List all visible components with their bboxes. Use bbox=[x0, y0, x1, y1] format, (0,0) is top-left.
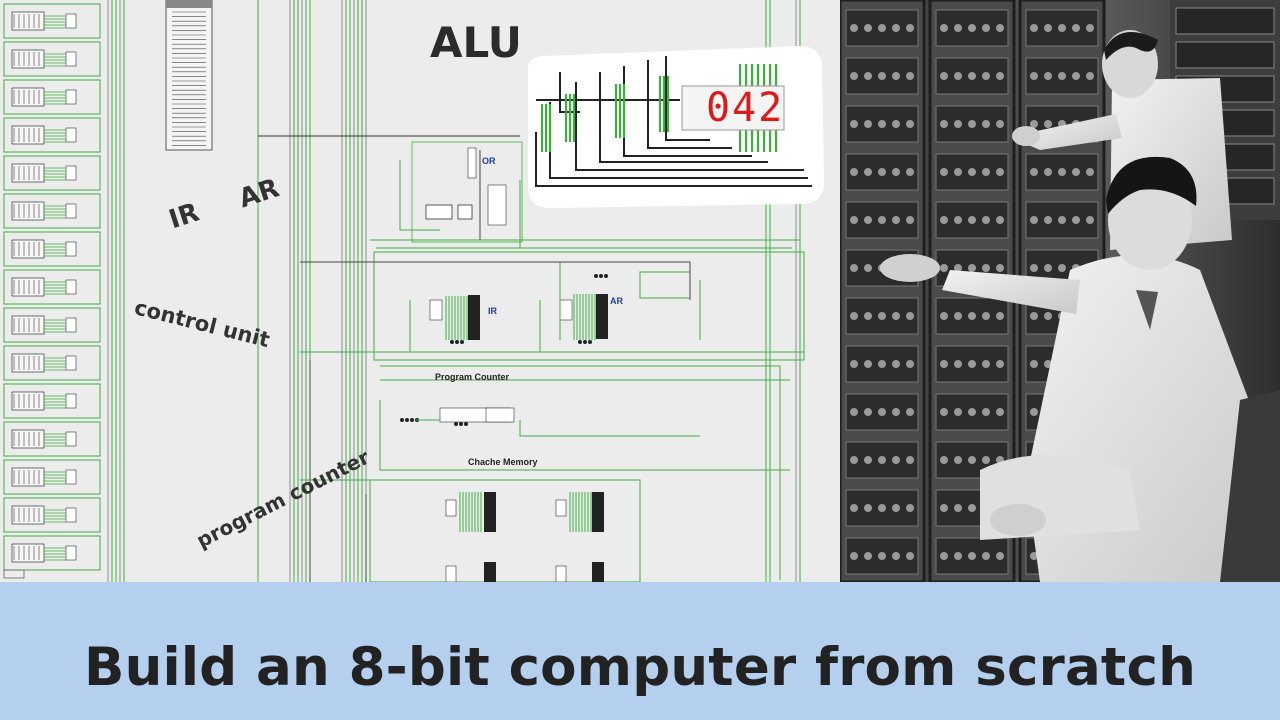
rom-chip bbox=[165, 0, 213, 151]
seven-segment-display: 042 bbox=[706, 85, 785, 131]
circuit-diagram: 042 OR IR AR Program Counter Chache Memo… bbox=[0, 0, 840, 582]
alu-annotation: ALU bbox=[430, 18, 522, 67]
historic-computer-photo bbox=[840, 0, 1280, 582]
ir-chip-label: IR bbox=[488, 306, 497, 316]
cache-memory-section bbox=[369, 479, 641, 582]
cache-memory-title: Chache Memory bbox=[468, 457, 538, 467]
register-bank bbox=[3, 3, 101, 579]
ir-ar-section bbox=[373, 251, 805, 361]
circuit-wiring bbox=[3, 0, 805, 582]
front-technician bbox=[880, 156, 1280, 582]
output-register bbox=[411, 141, 523, 243]
program-counter-section bbox=[400, 407, 515, 426]
video-title: Build an 8-bit computer from scratch bbox=[84, 637, 1196, 698]
title-banner: Build an 8-bit computer from scratch bbox=[0, 582, 1280, 720]
alu-panel: 042 bbox=[520, 42, 826, 210]
or-gate-label: OR bbox=[482, 156, 496, 166]
program-counter-title: Program Counter bbox=[435, 372, 510, 382]
ar-chip-label: AR bbox=[610, 296, 623, 306]
green-wires bbox=[300, 150, 804, 582]
